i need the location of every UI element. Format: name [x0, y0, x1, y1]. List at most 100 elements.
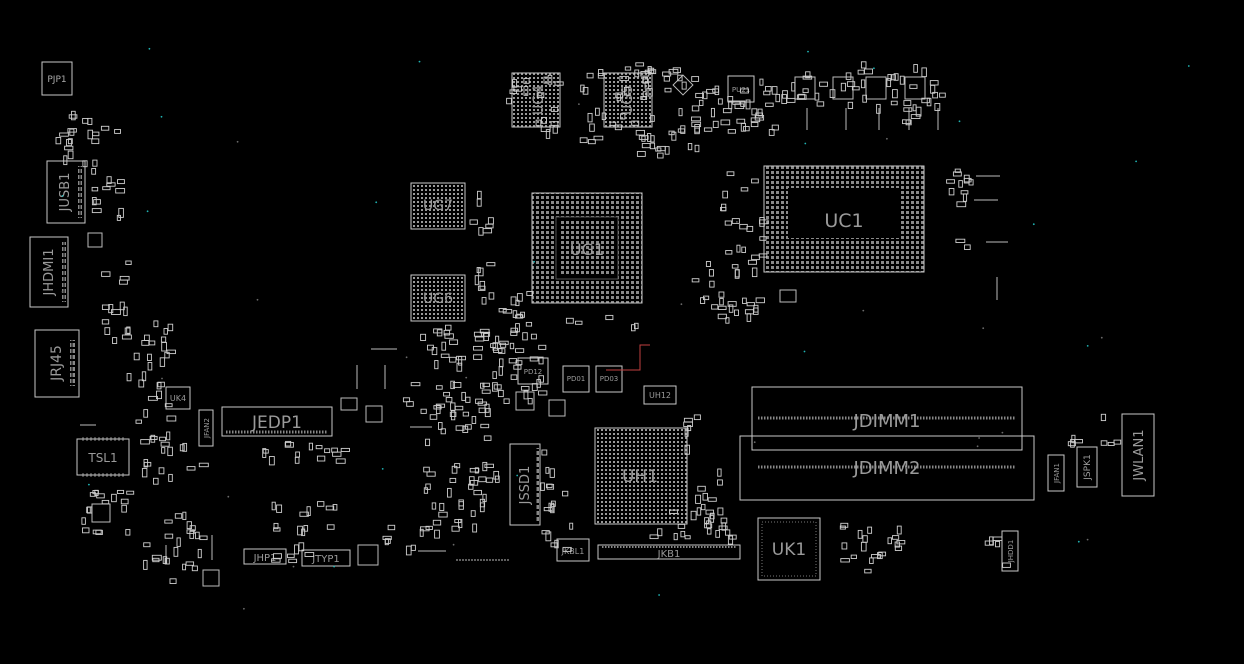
smd-part [550, 106, 559, 112]
uk4-chip[interactable]: UK4 [165, 386, 191, 410]
smd-part [995, 541, 1001, 548]
smd-part [683, 421, 693, 427]
smd-part [492, 371, 497, 379]
via-dot [418, 60, 421, 63]
pd03-regulator[interactable]: PD03 [595, 365, 623, 393]
smd-part [304, 552, 315, 557]
smd-part [156, 390, 162, 400]
ug4-chip[interactable]: UG4 [511, 72, 561, 128]
smd-part [956, 201, 967, 208]
jdimm2-slot[interactable]: JDIMM2 [739, 435, 1035, 501]
smd-part [166, 415, 177, 422]
jtyp1-connector[interactable]: JTYP1 [301, 549, 351, 567]
smd-part [934, 103, 941, 111]
smd-part [273, 527, 281, 532]
smd-part [91, 138, 100, 145]
jhdmi1-connector[interactable]: JHDMI1 [29, 236, 69, 308]
smd-part [485, 223, 494, 229]
ug6-chip[interactable]: UG6 [410, 274, 466, 322]
smd-part [478, 267, 484, 277]
smd-part [913, 64, 918, 73]
smd-part [482, 461, 488, 472]
jkb1-connector[interactable]: JKB1 [597, 544, 741, 560]
smd-part [503, 398, 510, 404]
smd-part [846, 81, 856, 87]
smd-part [1074, 439, 1083, 444]
smd-part [160, 336, 167, 343]
smd-part [724, 220, 733, 226]
smd-part [669, 509, 678, 514]
smd-part [476, 267, 481, 274]
smd-part [126, 490, 135, 495]
smd-part [150, 434, 156, 443]
smd-part [759, 78, 764, 86]
uh12-chip[interactable]: UH12 [643, 385, 677, 405]
jfan1-label: JFAN1 [1053, 463, 1061, 484]
smd-part [493, 347, 503, 353]
smd-part [672, 67, 681, 73]
jedp1-connector[interactable]: JEDP1 [221, 406, 333, 437]
pjp1-power-jack[interactable]: PJP1 [41, 61, 73, 96]
jfan1-connector[interactable]: JFAN1 [1047, 454, 1065, 492]
smd-part [684, 535, 691, 540]
smd-part [840, 558, 850, 563]
smd-part [705, 509, 714, 515]
tsl1-component[interactable]: TSL1 [76, 437, 130, 477]
jkbl1-connector[interactable]: JKBL1 [556, 538, 590, 562]
smd-part [864, 568, 872, 574]
smd-part [550, 500, 556, 507]
smd-part [186, 466, 196, 471]
jusb1-connector[interactable]: JUSB1 [46, 160, 86, 224]
smd-part [141, 340, 150, 346]
smd-part [530, 333, 537, 340]
smd-part [387, 524, 396, 531]
ug5-chip[interactable]: UG5 [603, 72, 653, 128]
smd-part [195, 531, 200, 540]
smd-part [1113, 439, 1122, 445]
ug1-gpu[interactable]: UG1 [531, 192, 643, 304]
jdimm1-slot[interactable]: JDIMM1 [751, 386, 1023, 451]
smd-part [751, 254, 760, 261]
smd-part [718, 291, 725, 298]
jhdd1-connector[interactable]: JHDD1 [1001, 530, 1019, 572]
smd-part [869, 557, 874, 564]
smd-part [301, 528, 306, 537]
smd-part [798, 93, 806, 100]
smd-part [887, 537, 892, 545]
via-dot [146, 210, 149, 213]
jwlan1-connector[interactable]: JWLAN1 [1121, 413, 1155, 497]
smd-part [745, 99, 751, 110]
jfan2-connector[interactable]: JFAN2 [198, 409, 214, 447]
smd-part [143, 459, 149, 468]
jssd1-connector[interactable]: JSSD1 [509, 443, 541, 526]
jhp1-connector[interactable]: JHP1 [243, 548, 287, 565]
uk1-ec[interactable]: UK1 [757, 517, 821, 581]
pd01-regulator[interactable]: PD01 [562, 365, 590, 393]
smd-part [166, 431, 171, 441]
smd-part [717, 479, 723, 486]
smd-part [693, 414, 701, 421]
smd-part [541, 116, 547, 124]
uh1-pch[interactable]: UH1 [594, 427, 688, 525]
smd-part [87, 506, 93, 514]
smd-part [173, 546, 179, 557]
jspk1-connector[interactable]: JSPK1 [1076, 446, 1098, 488]
smd-part [468, 476, 475, 486]
smd-part [781, 94, 787, 104]
ug7-chip[interactable]: UG7 [410, 182, 466, 230]
jrj45-connector[interactable]: JRJ45 [34, 329, 80, 398]
smd-part [690, 510, 697, 521]
uc1-cpu[interactable]: UC1 [763, 165, 925, 273]
smd-part [285, 440, 292, 447]
via-dot [803, 350, 806, 353]
smd-part [545, 129, 551, 139]
smd-part [550, 542, 559, 548]
ug1-label: UG1 [570, 240, 604, 259]
smd-part [454, 405, 464, 411]
smd-part [527, 398, 533, 405]
smd-part [802, 88, 809, 94]
smd-part [746, 225, 754, 232]
jfan2-label: JFAN2 [203, 418, 211, 439]
smd-part [587, 139, 596, 145]
smd-part [410, 382, 421, 387]
